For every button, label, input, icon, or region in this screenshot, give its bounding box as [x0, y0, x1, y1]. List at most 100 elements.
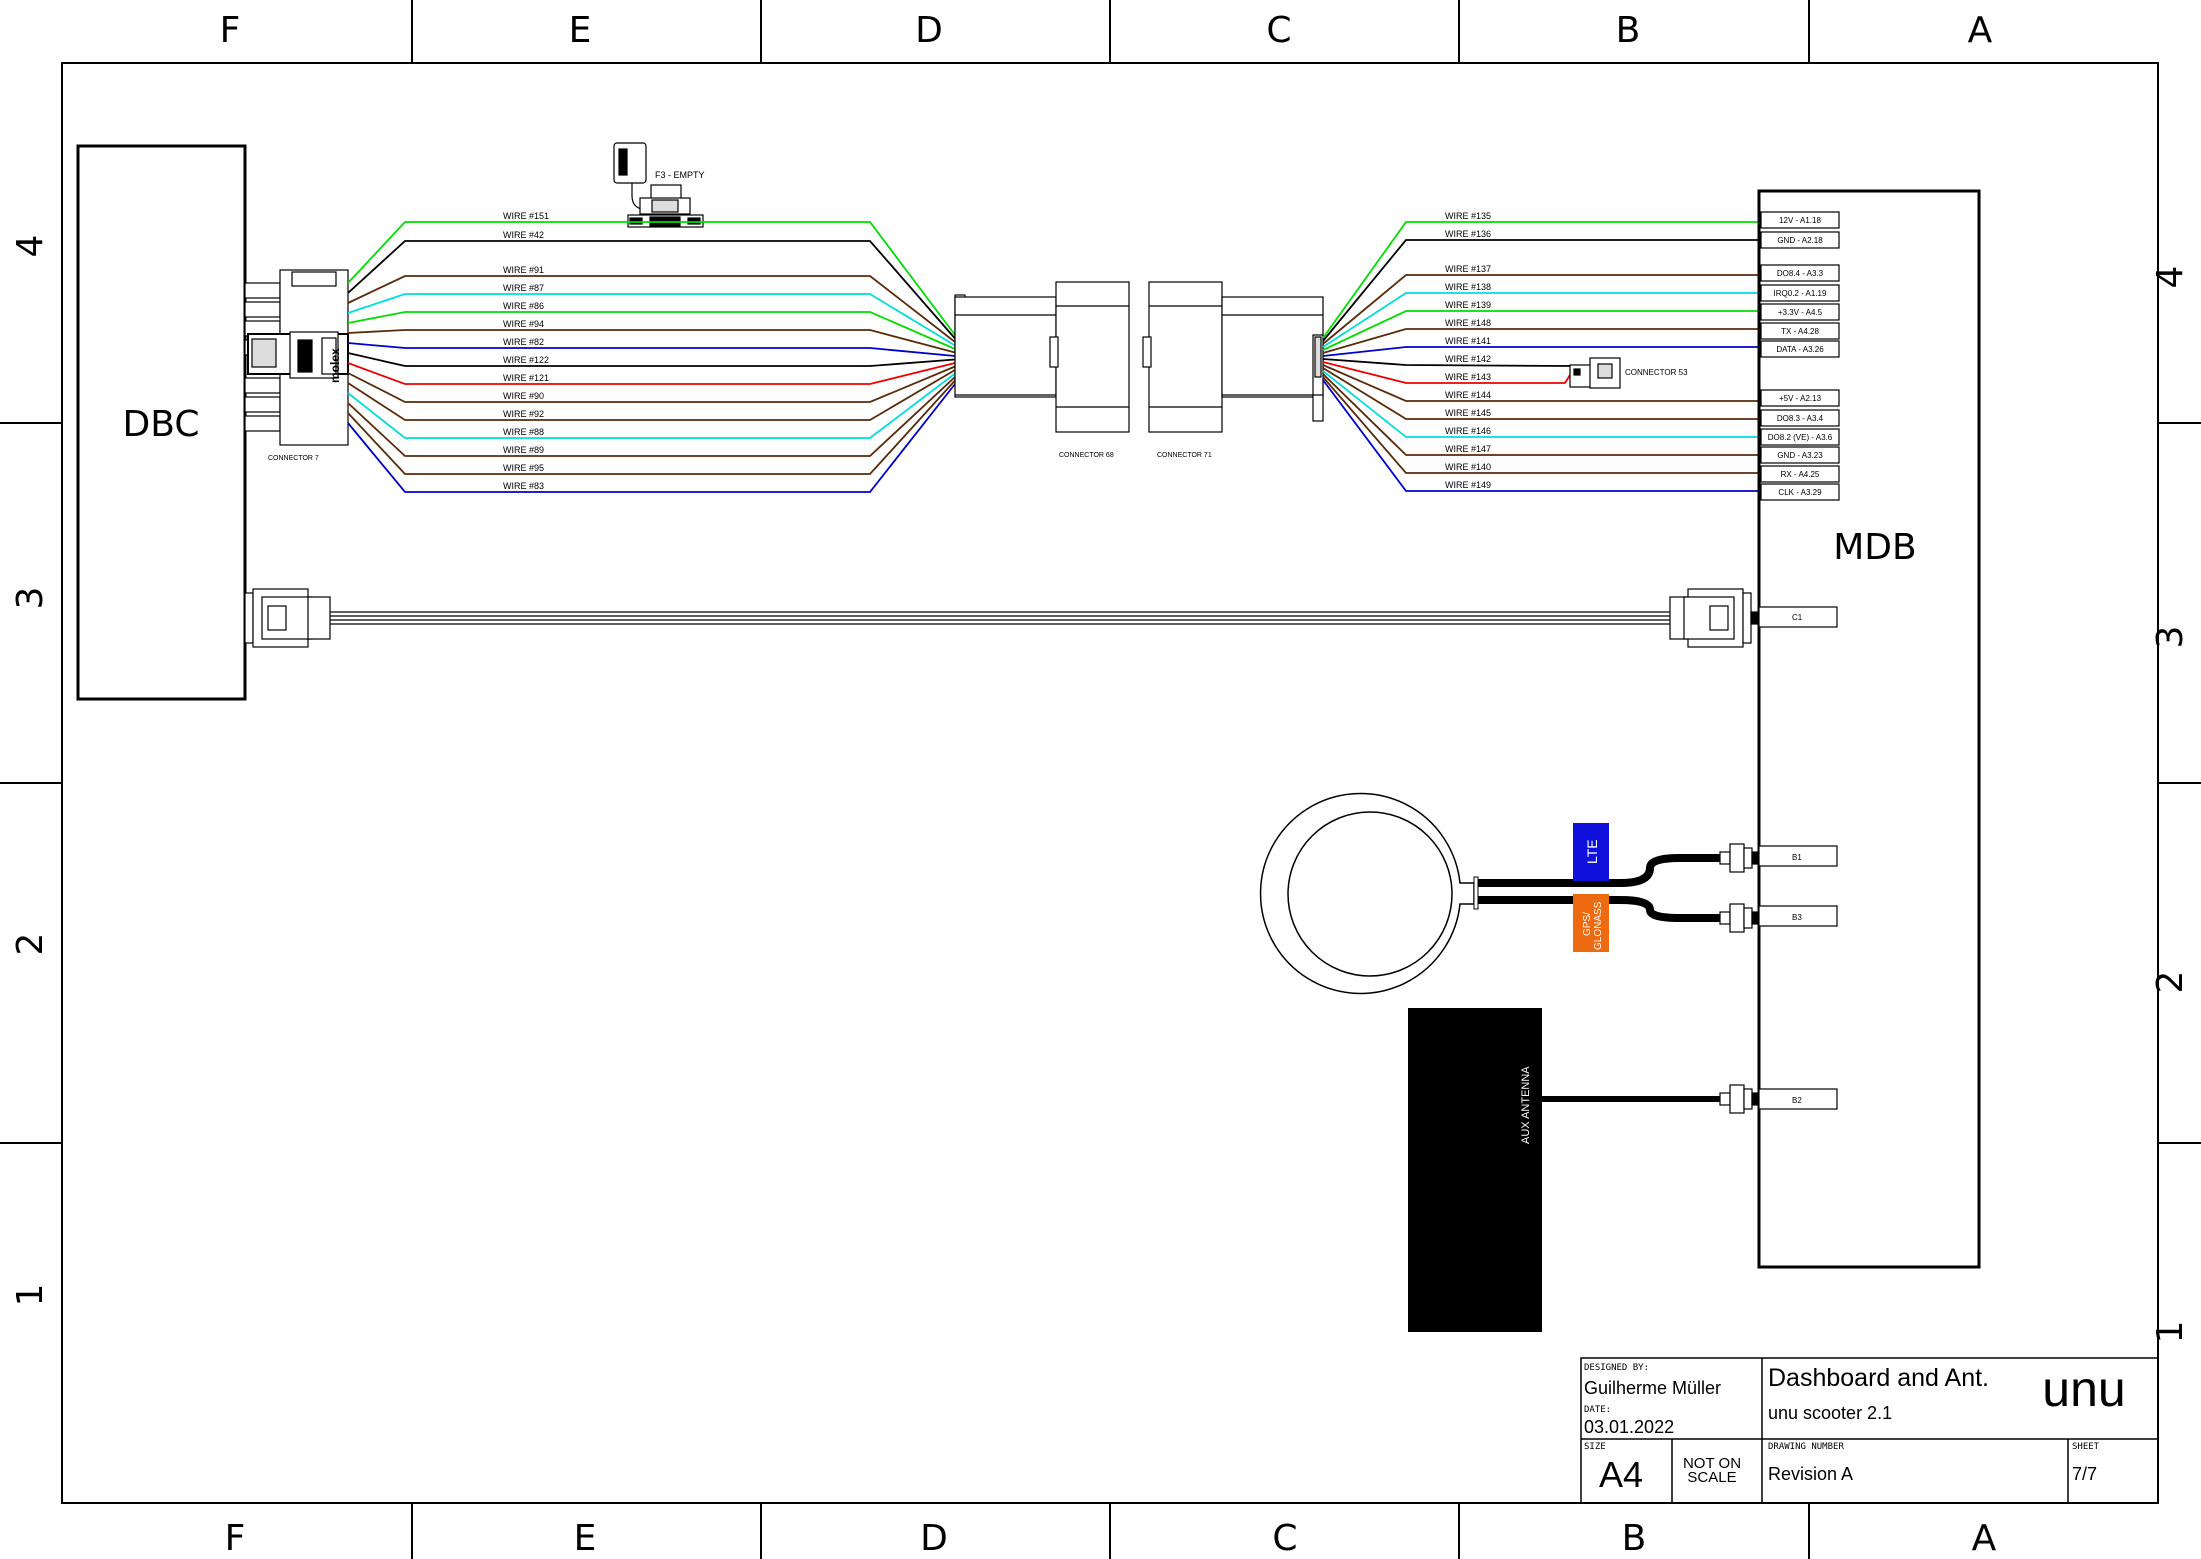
- wire-label: WIRE #82: [503, 337, 544, 347]
- mdb-pin-label: DO8.4 - A3.3: [1777, 269, 1824, 278]
- row-labels-right: 4 3 2 1: [2150, 266, 2191, 1344]
- connector-71: CONNECTOR 71: [1142, 281, 1324, 459]
- wire: [347, 352, 956, 367]
- wire-label: WIRE #86: [503, 301, 544, 311]
- wire-label: WIRE #139: [1445, 300, 1491, 310]
- row-label: 2: [10, 933, 51, 956]
- wire-label: WIRE #138: [1445, 282, 1491, 292]
- wire-label: WIRE #42: [503, 230, 544, 240]
- drawing-number-label: DRAWING NUMBER: [1768, 1442, 1844, 1452]
- wire-label: WIRE #122: [503, 355, 549, 365]
- unu-logo: unu: [2042, 1361, 2125, 1417]
- dbc-module: DBC: [76, 144, 247, 701]
- gps-tag: [1573, 894, 1609, 952]
- wire-label: WIRE #90: [503, 391, 544, 401]
- column-labels-bottom: F E D C B A: [225, 1518, 1997, 1559]
- col-label: B: [1616, 10, 1641, 51]
- wire-label: WIRE #146: [1445, 426, 1491, 436]
- row-label: 4: [2150, 266, 2191, 289]
- date-label: DATE:: [1584, 1405, 1611, 1415]
- mdb-pin-box: [1760, 428, 1840, 446]
- sheet-label: SHEET: [2072, 1442, 2100, 1452]
- row-label: 4: [10, 235, 51, 258]
- row-label: 2: [2150, 971, 2191, 994]
- col-label: C: [1272, 1518, 1297, 1559]
- title-block: [1580, 1357, 2159, 1504]
- mdb-pin-box: [1760, 322, 1840, 340]
- pin-b1: B1: [1792, 853, 1802, 862]
- mdb-pin-box: [1760, 264, 1840, 282]
- gps-label-1: GPS/: [1582, 912, 1593, 936]
- mdb-pin-box: [1760, 483, 1840, 501]
- sheet-value: 7/7: [2072, 1464, 2097, 1484]
- wire: [1322, 373, 1759, 456]
- column-labels-top: F E D C B A: [220, 10, 1993, 51]
- lte-tag: [1573, 823, 1609, 881]
- designed-by-value: Guilherme Müller: [1584, 1378, 1721, 1398]
- drawing-number-value: Revision A: [1768, 1464, 1853, 1484]
- wire-label: WIRE #88: [503, 427, 544, 437]
- drawing-subtitle: unu scooter 2.1: [1768, 1403, 1892, 1423]
- wire-label: WIRE #148: [1445, 318, 1491, 328]
- wire: [347, 372, 956, 439]
- wire-label: WIRE #135: [1445, 211, 1491, 221]
- mdb-pin-box: [1760, 231, 1840, 249]
- connector-7: molex CONNECTOR 7: [244, 269, 349, 462]
- wire: [1322, 328, 1759, 354]
- wire: [1322, 379, 1759, 492]
- wire: [1322, 361, 1571, 384]
- wire-label: WIRE #145: [1445, 408, 1491, 418]
- size-value: A4: [1599, 1454, 1643, 1495]
- gps-label-2: GLONASS: [1593, 901, 1604, 950]
- connector-68-label: CONNECTOR 68: [1059, 452, 1114, 459]
- wire: [347, 311, 956, 350]
- col-label: A: [1968, 10, 1993, 51]
- wire: [347, 376, 956, 457]
- sma-b3: B3: [1719, 903, 1838, 933]
- sma-b1: B1: [1719, 843, 1838, 873]
- size-label: SIZE: [1584, 1442, 1606, 1452]
- wire-label: WIRE #121: [503, 373, 549, 383]
- row-label: 3: [10, 587, 51, 610]
- row-label: 3: [2150, 626, 2191, 649]
- wire: [1322, 346, 1759, 357]
- mdb-pin-label: RX - A4.25: [1781, 470, 1820, 479]
- mdb-pin-box: [1760, 389, 1840, 407]
- fuse-label: F3 - EMPTY: [655, 170, 705, 180]
- mdb-pin-label: +3.3V - A4.5: [1778, 308, 1823, 317]
- col-label: A: [1972, 1518, 1997, 1559]
- wire-label: WIRE #92: [503, 409, 544, 419]
- wire: [347, 369, 956, 421]
- wire-label: WIRE #91: [503, 265, 544, 275]
- pin-b2: B2: [1792, 1096, 1802, 1105]
- mdb-pin-label: GND - A3.23: [1777, 451, 1823, 460]
- wire: [347, 221, 956, 336]
- connector-53-label: CONNECTOR 53: [1625, 368, 1688, 377]
- mdb-pin-label: +5V - A2.13: [1779, 394, 1822, 403]
- mdb-pin-label: DATA - A3.26: [1776, 345, 1824, 354]
- col-label: D: [920, 1518, 948, 1559]
- mdb-pin-label: TX - A4.28: [1781, 327, 1819, 336]
- wire: [1322, 367, 1759, 420]
- wire-label: WIRE #147: [1445, 444, 1491, 454]
- wire: [347, 379, 956, 475]
- wire-label: WIRE #89: [503, 445, 544, 455]
- mdb-pin-box: [1760, 446, 1840, 464]
- wire: [1322, 310, 1759, 351]
- wire: [347, 275, 956, 343]
- wire: [347, 362, 956, 385]
- aux-antenna-label: AUX ANTENNA: [1520, 1066, 1532, 1144]
- scale-line-2: SCALE: [1687, 1469, 1736, 1486]
- wire-label: WIRE #142: [1445, 354, 1491, 364]
- wire: [1322, 239, 1759, 342]
- fuse-f3: F3 - EMPTY: [613, 142, 705, 228]
- wire: [1322, 364, 1759, 402]
- wire: [347, 240, 956, 340]
- row-label: 1: [10, 1284, 51, 1307]
- mdb-pin-box: [1760, 303, 1840, 321]
- drawing-title: Dashboard and Ant.: [1768, 1364, 1989, 1392]
